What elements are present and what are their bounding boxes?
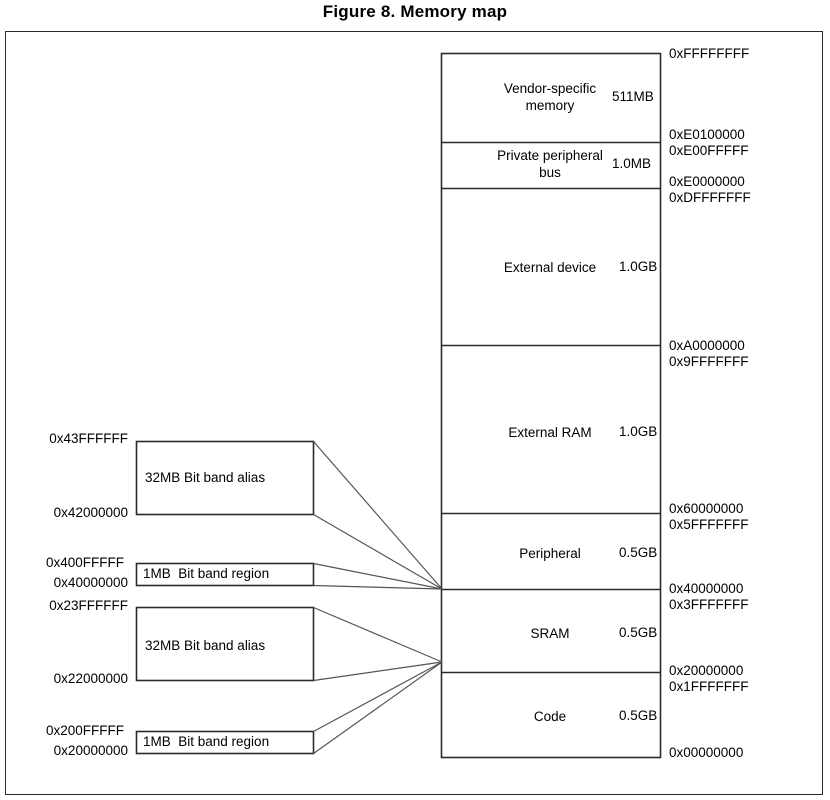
address-label-0x3FFFFFFF: 0x3FFFFFFF <box>669 597 749 612</box>
sram-alias-box <box>135 606 315 682</box>
region-label-external-device: External device <box>503 260 597 275</box>
address-label-0x1FFFFFFF: 0x1FFFFFFF <box>669 679 749 694</box>
region-size-peripheral: 0.5GB <box>619 545 658 560</box>
connector-sram-alias-top <box>313 606 443 663</box>
address-label-0x42000000: 0x42000000 <box>53 505 128 520</box>
connector-peripheral-region-top <box>313 562 443 590</box>
address-label-0x40000000-left: 0x40000000 <box>53 575 128 590</box>
region-size-code: 0.5GB <box>619 708 658 723</box>
region-label-external-ram: External RAM <box>508 425 592 440</box>
connector-peripheral-alias-bottom <box>313 513 443 590</box>
peripheral-region-box <box>135 562 315 587</box>
address-label-0x23FFFFFF: 0x23FFFFFF <box>49 598 128 613</box>
connector-sram-alias-bottom <box>313 661 443 682</box>
address-label-0xDFFFFFFF: 0xDFFFFFFF <box>669 190 751 205</box>
region-label-sram: SRAM <box>530 626 570 641</box>
address-label-0x400FFFFF: 0x400FFFFF <box>45 555 124 570</box>
region-size-vendor-specific-memory: 511MB <box>612 89 654 104</box>
address-label-0x20000000: 0x20000000 <box>669 663 744 678</box>
address-label-0x20000000-left: 0x20000000 <box>53 743 128 758</box>
address-label-0xE0000000: 0xE0000000 <box>669 174 745 189</box>
memory-map-outline <box>440 52 662 759</box>
address-label-0x9FFFFFFF: 0x9FFFFFFF <box>669 354 749 369</box>
address-label-0xE00FFFFF: 0xE00FFFFF <box>669 143 749 158</box>
address-label-0x22000000: 0x22000000 <box>53 671 128 686</box>
bit-band-boxes <box>135 440 315 755</box>
peripheral-alias-box <box>135 440 315 516</box>
bit-band-label-sram-alias: 32MB Bit band alias <box>145 638 266 653</box>
region-label-peripheral: Peripheral <box>519 546 581 561</box>
connector-peripheral-region-bottom <box>313 584 443 590</box>
region-label-vendor-specific-memory: Vendor-specific memory <box>503 81 597 113</box>
region-size-private-peripheral-bus: 1.0MB <box>612 156 652 171</box>
sram-connectors <box>313 606 443 754</box>
region-label-code: Code <box>533 709 567 724</box>
figure-title: Figure 8. Memory map <box>322 2 508 21</box>
bit-band-label-peripheral-alias: 32MB Bit band alias <box>145 470 266 485</box>
address-label-0x00000000: 0x00000000 <box>669 745 744 760</box>
connector-sram-region-top <box>313 661 443 733</box>
bit-band-label-sram-region: 1MB Bit band region <box>143 734 270 749</box>
region-size-external-device: 1.0GB <box>619 259 658 274</box>
address-label-0x5FFFFFFF: 0x5FFFFFFF <box>669 517 749 532</box>
address-label-0x40000000: 0x40000000 <box>669 581 744 596</box>
memory-map-column <box>440 52 662 759</box>
bit-band-label-peripheral-region: 1MB Bit band region <box>143 566 270 581</box>
region-size-external-ram: 1.0GB <box>619 424 658 439</box>
address-label-0xE0100000: 0xE0100000 <box>669 127 745 142</box>
address-label-0x60000000: 0x60000000 <box>669 501 744 516</box>
connector-peripheral-alias-top <box>313 441 443 590</box>
connector-sram-region-bottom <box>313 661 443 754</box>
peripheral-connectors <box>313 441 443 590</box>
address-label-0xFFFFFFFF: 0xFFFFFFFF <box>669 46 750 61</box>
region-size-sram: 0.5GB <box>619 625 658 640</box>
address-label-0x43FFFFFF: 0x43FFFFFF <box>49 431 128 446</box>
sram-region-box <box>135 730 315 755</box>
region-label-private-peripheral-bus: Private peripheral bus <box>497 148 603 180</box>
address-label-0x200FFFFF: 0x200FFFFF <box>45 723 124 738</box>
address-label-0xA0000000: 0xA0000000 <box>669 338 745 353</box>
